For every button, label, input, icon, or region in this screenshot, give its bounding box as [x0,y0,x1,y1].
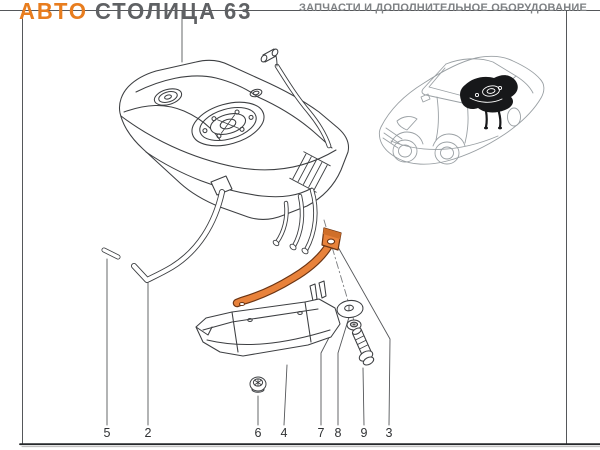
callout-number-6: 6 [254,426,262,440]
washer [336,299,364,319]
hose-connector [260,48,279,67]
fuel-pump-module [191,101,265,147]
leader-9 [362,367,365,426]
leader-8 [337,313,351,426]
mirror [420,93,431,103]
callout-number-3: 3 [385,426,393,440]
retaining-pin [101,247,121,260]
corrugated-pipe [289,151,331,193]
headlight [396,116,418,131]
leader-7 [320,327,335,426]
brand-logo-region-number: 63 [223,0,253,25]
callout-number-2: 2 [144,426,152,440]
strap-mount-plate [210,175,233,196]
heat-shield [195,280,341,357]
tank-strap-left [131,189,225,283]
leader-lines [106,10,391,426]
brand-logo-word-stolica: СТОЛИЦА [94,0,217,25]
frame-border [0,10,600,445]
mounting-bolt [351,327,375,366]
brand-logo-word-auto: АВТО [19,0,88,25]
callout-number-5: 5 [103,426,111,440]
callout-number-4: 4 [280,426,288,440]
callout-number-7: 7 [317,426,325,440]
leader-4 [283,364,288,426]
filler-cap [153,88,183,106]
callout-number-8: 8 [334,426,342,440]
grille-hatching [382,127,403,149]
leader-3 [337,246,391,426]
brand-tagline: ЗАПЧАСТИ И ДОПОЛНИТЕЛЬНОЕ ОБОРУДОВАНИЕ [299,2,588,14]
tank-strap-right-highlighted [232,227,342,308]
push-nut [249,376,267,393]
strap-bolt-hole [326,238,336,245]
car-location-thumbnail [378,55,545,165]
fuel-tank-drawing [119,48,349,255]
callout-number-9: 9 [360,426,368,440]
fuel-hoses [272,187,318,255]
